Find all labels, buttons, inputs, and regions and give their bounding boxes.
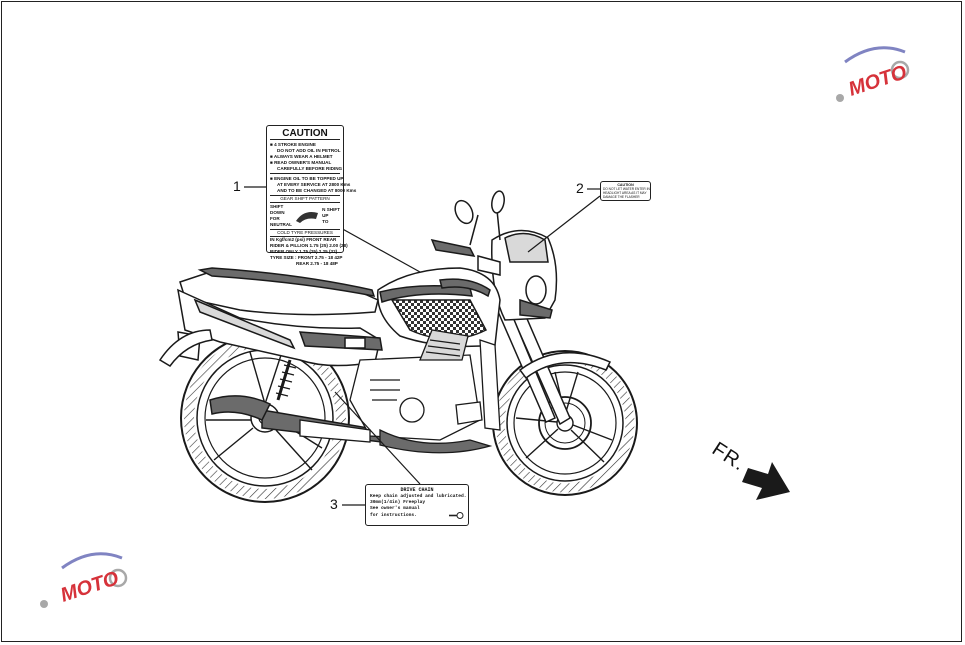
drive-chain-line: 30mm(1/4in) Freeplay [370,500,426,505]
gear-right-text: N SHIFT [322,207,340,212]
headlight-caution-title: CAUTION [617,183,634,187]
drive-chain-line: for instructions. [370,512,417,518]
gear-left-text: DOWN [270,210,285,215]
engine [299,329,501,454]
oil-line: AT EVERY SERVICE AT 2800 Kms [277,182,351,187]
oil-line: AND TO BE CHANGED AT 8000 Kms [270,188,356,196]
tyre-row: REAR 2.75 - 18 48P [296,261,338,266]
gear-left-text: FOR [270,216,280,221]
watermark-bottom-left [40,552,128,608]
oil-line: ■ ENGINE OIL TO BE TOPPED UP [270,176,344,181]
wrench-icon [449,512,464,519]
gear-lever-icon [296,212,319,223]
drive-chain-footer: for instructions. [370,512,464,519]
tyre-title: COLD TYRE PRESSURES [270,230,340,237]
gear-pattern: SHIFT DOWN FOR NEUTRAL N SHIFT UP TO [270,203,340,230]
headlight-cowl [430,190,558,321]
tyre-row: RIDER & PILLION 1.75 (25) 2.00 (28) [270,243,348,248]
drive-chain-title: DRIVE CHAIN [400,487,434,493]
caution-item: CAREFULLY BEFORE RIDING [270,166,342,174]
gear-right-text: TO [322,219,329,224]
gear-title: GEAR SHIFT PATTERN [270,196,340,203]
callout-1: 1 [233,178,241,194]
caution-item: DO NOT ADD OIL IN PETROL [277,148,341,153]
fuel-tank [376,267,501,348]
caution-label: CAUTION ■ 4 STROKE ENGINE DO NOT ADD OIL… [266,125,356,266]
headlight-caution-label: CAUTION DO NOT LET WATER ENTER IN HEADLI… [600,181,651,201]
headlight-caution-line: DAMAGE THE FLASHER [603,195,640,199]
gear-left-text: NEUTRAL [270,222,292,227]
caution-item: ■ 4 STROKE ENGINE [270,142,316,147]
drive-chain-label: DRIVE CHAIN Keep chain adjusted and lubr… [365,484,469,526]
callout-2: 2 [576,180,584,196]
drive-chain-line: See owner's manual [370,506,420,511]
caution-item: ■ ALWAYS WEAR A HELMET [270,154,333,159]
headlight-caution-line: DO NOT LET WATER ENTER IN [603,187,650,191]
leader-lines [244,186,601,506]
gear-right-text: UP [322,213,329,218]
watermark-top-right [836,46,910,102]
drive-chain-line: Keep chain adjusted and lubricated. [370,494,467,499]
caution-title: CAUTION [270,128,340,140]
callout-3: 3 [330,496,338,512]
headlight-caution-line: HEADLIGHT AREA AS IT MAY [603,191,647,195]
tyre-row: IN Kgf/cm2 (psi) FRONT REAR [270,237,337,242]
tyre-row: RIDER ONLY 1.75 (25) 2.25 (32) [270,249,338,254]
gear-left-text: SHIFT [270,204,284,209]
front-direction-arrow [742,462,790,500]
front-wheel [492,350,638,496]
caution-item: ■ READ OWNER'S MANUAL [270,160,332,165]
tyre-row: TYRE SIZE : FRONT 2.75 - 18 42P [270,255,343,260]
seat-and-tail [158,267,383,367]
